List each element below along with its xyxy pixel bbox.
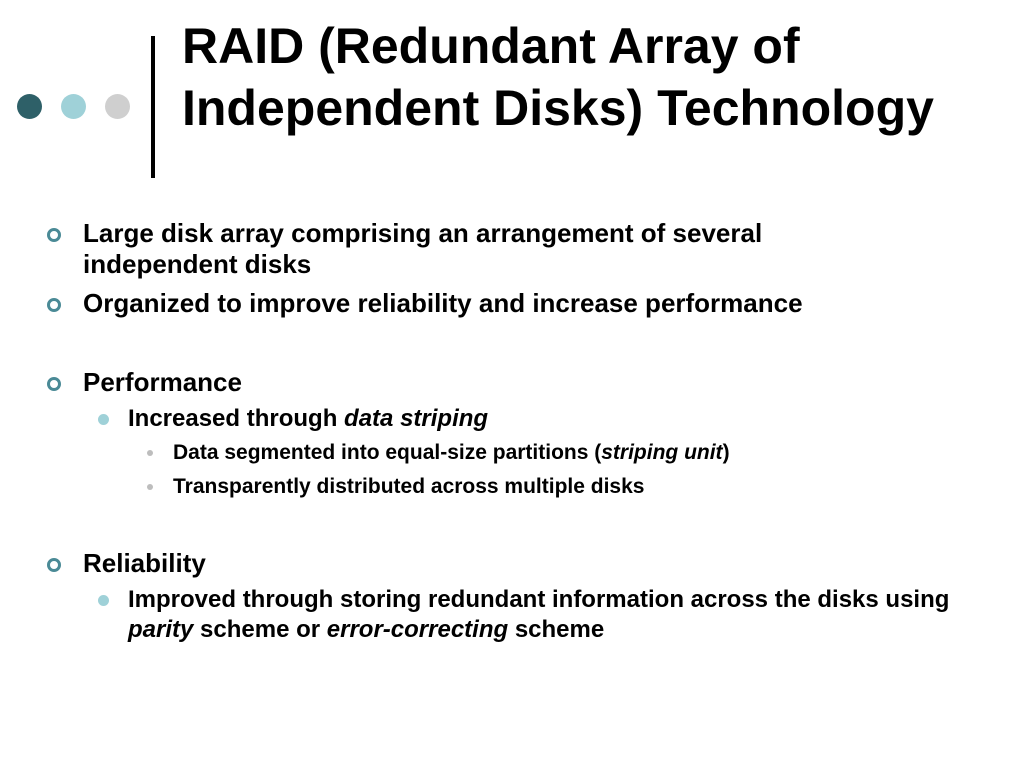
dot-bullet-icon <box>147 450 153 456</box>
list-item: Organized to improve reliability and inc… <box>0 288 923 319</box>
ring-bullet-icon <box>47 228 61 242</box>
bullet-list: Large disk array comprising an arrangeme… <box>0 218 1024 645</box>
title-divider <box>151 36 155 178</box>
bullet-text-suffix: ) <box>722 441 730 464</box>
disc-bullet-icon <box>98 414 109 425</box>
ring-bullet-icon <box>47 377 61 391</box>
bullet-text-emphasis: data striping <box>344 405 489 432</box>
bullet-text-middle: scheme or <box>193 616 327 643</box>
list-item: Transparently distributed across multipl… <box>0 474 973 500</box>
bullet-text: Reliability <box>83 548 206 578</box>
dot-bullet-icon <box>147 484 153 490</box>
bullet-text-prefix: Improved through storing redundant infor… <box>128 586 950 613</box>
ring-bullet-icon <box>47 558 61 572</box>
list-item: Increased through data striping <box>0 404 958 434</box>
bullet-text-emphasis: striping unit <box>601 441 723 464</box>
bullet-text-emphasis: parity <box>128 616 194 643</box>
decorative-dot-dark <box>17 94 42 119</box>
list-item-heading: Reliability <box>0 548 923 579</box>
bullet-text-emphasis: error-correcting <box>326 616 509 643</box>
bullet-text: Transparently distributed across multipl… <box>173 475 645 498</box>
disc-bullet-icon <box>98 595 109 606</box>
list-item-heading: Performance <box>0 367 923 398</box>
bullet-text: Organized to improve reliability and inc… <box>83 288 803 318</box>
bullet-text-prefix: Data segmented into equal-size partition… <box>173 441 602 464</box>
bullet-text: Performance <box>83 367 242 397</box>
bullet-text-suffix: scheme <box>508 616 605 643</box>
bullet-text: Large disk array comprising an arrangeme… <box>83 218 763 279</box>
list-item: Large disk array comprising an arrangeme… <box>0 218 923 280</box>
decorative-dot-gray <box>105 94 130 119</box>
ring-bullet-icon <box>47 298 61 312</box>
slide-title: RAID (Redundant Array of Independent Dis… <box>182 18 934 136</box>
list-item: Improved through storing redundant infor… <box>0 585 958 645</box>
list-item: Data segmented into equal-size partition… <box>0 440 973 466</box>
bullet-text-prefix: Increased through <box>128 405 345 432</box>
decorative-dot-teal <box>61 94 86 119</box>
